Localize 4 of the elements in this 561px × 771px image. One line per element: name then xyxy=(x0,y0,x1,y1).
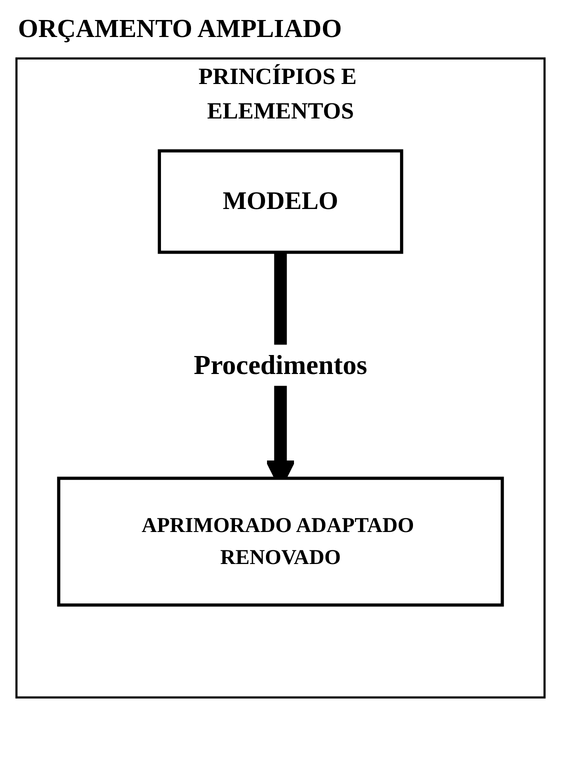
diagram-title: ORÇAMENTO AMPLIADO xyxy=(18,14,342,44)
node-box: APRIMORADO ADAPTADO RENOVADO xyxy=(57,476,504,607)
edge-label: Procedimentos xyxy=(194,350,368,381)
node-box: MODELO xyxy=(158,149,404,254)
